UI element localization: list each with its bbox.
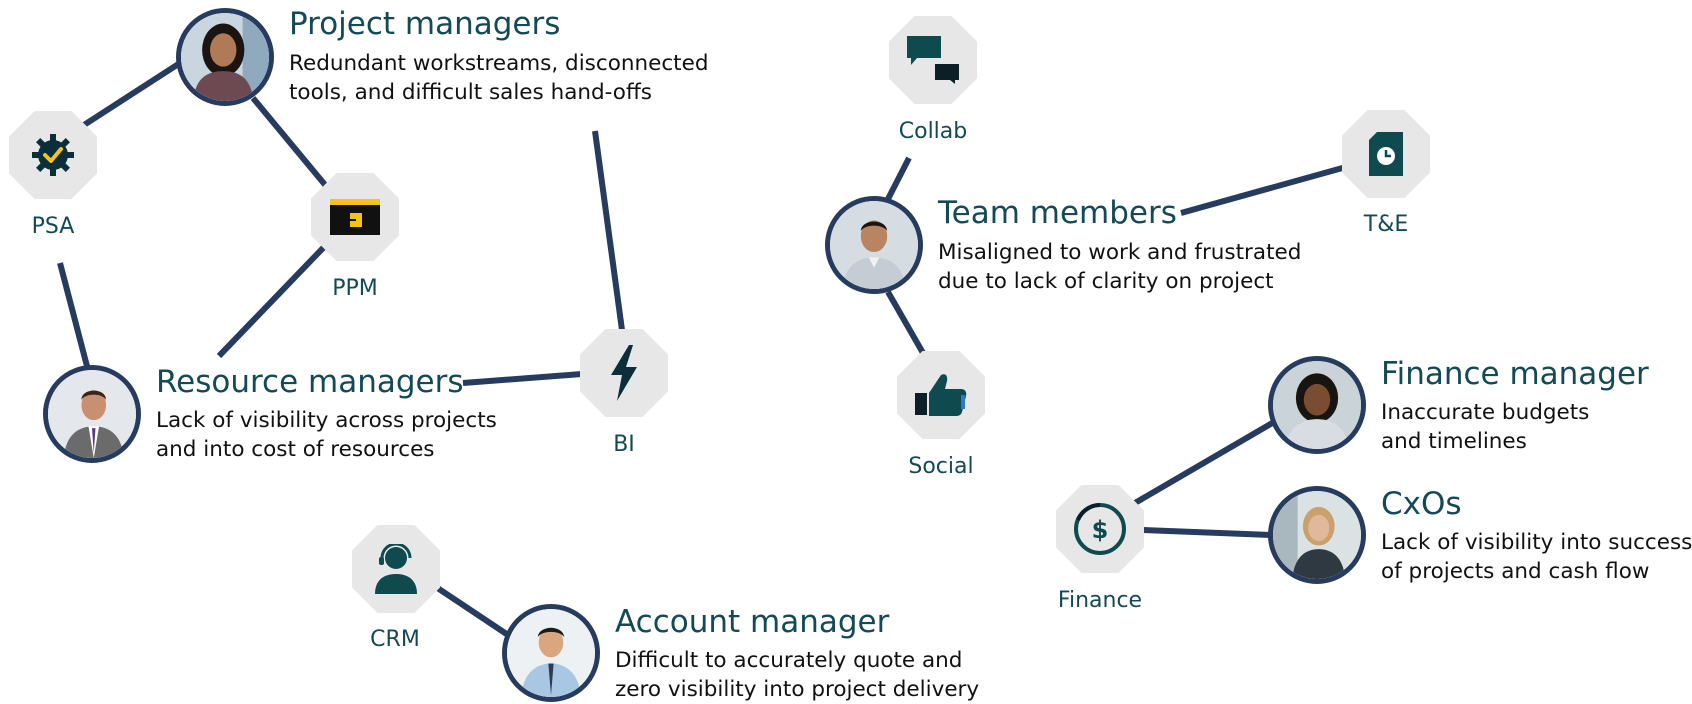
- team-member-avatar: [825, 196, 923, 294]
- connector-line: [885, 156, 912, 201]
- connector-line: [885, 290, 926, 355]
- te-tool: [1342, 110, 1430, 198]
- lightning-icon: [611, 345, 637, 401]
- psa-label: PSA: [31, 214, 75, 239]
- team-members-description: Misaligned to work and frustrated due to…: [938, 240, 1302, 294]
- cxos-title: CxOs: [1381, 486, 1462, 522]
- collab-label: Collab: [898, 119, 968, 144]
- finance-manager-avatar: [1268, 356, 1366, 454]
- connector-line: [216, 244, 327, 359]
- thumbs-up-icon: [915, 374, 967, 416]
- account-manager-avatar: [502, 604, 600, 702]
- bi-label: BI: [613, 432, 635, 457]
- connector-line: [592, 130, 625, 331]
- account-manager-title: Account manager: [615, 604, 890, 640]
- ppm-window-icon: [330, 199, 380, 235]
- connector-line: [1133, 419, 1276, 506]
- finance-manager-description: Inaccurate budgets and timelines: [1381, 400, 1590, 454]
- clock-document-icon: [1369, 132, 1403, 176]
- svg-text:$: $: [1092, 516, 1109, 544]
- connector-line: [462, 371, 583, 386]
- gear-check-icon: [32, 134, 74, 176]
- collab-tool: [889, 16, 977, 104]
- project-manager-avatar: [176, 8, 274, 106]
- te-label: T&E: [1363, 212, 1409, 237]
- social-label: Social: [908, 454, 974, 479]
- resource-managers-description: Lack of visibility across projects and i…: [156, 408, 497, 462]
- cxos-description: Lack of visibility into success of proje…: [1381, 530, 1692, 584]
- project-managers-title: Project managers: [289, 6, 561, 42]
- ppm-tool: [311, 173, 399, 261]
- crm-label: CRM: [370, 627, 420, 652]
- connector-line: [57, 262, 91, 371]
- project-managers-description: Redundant workstreams, disconnected tool…: [289, 51, 709, 105]
- finance-label: Finance: [1057, 588, 1143, 613]
- dollar-icon: $: [1074, 503, 1126, 555]
- chat-bubbles-icon: [907, 36, 959, 84]
- connector-line: [1180, 164, 1347, 216]
- ppm-label: PPM: [332, 276, 378, 301]
- headset-person-icon: [375, 544, 417, 594]
- psa-tool: [9, 111, 97, 199]
- connector-line: [82, 60, 182, 128]
- social-tool: [897, 351, 985, 439]
- connector-line: [1141, 527, 1272, 538]
- resource-manager-avatar: [43, 365, 141, 463]
- finance-tool: $: [1056, 485, 1144, 573]
- bi-tool: [580, 329, 668, 417]
- crm-tool: [352, 525, 440, 613]
- cxo-avatar: [1268, 486, 1366, 584]
- account-manager-description: Difficult to accurately quote and zero v…: [615, 648, 980, 702]
- connector-line: [434, 584, 513, 640]
- team-members-title: Team members: [938, 195, 1177, 231]
- finance-manager-title: Finance manager: [1381, 356, 1649, 392]
- resource-managers-title: Resource managers: [156, 364, 464, 400]
- connector-line: [250, 96, 329, 188]
